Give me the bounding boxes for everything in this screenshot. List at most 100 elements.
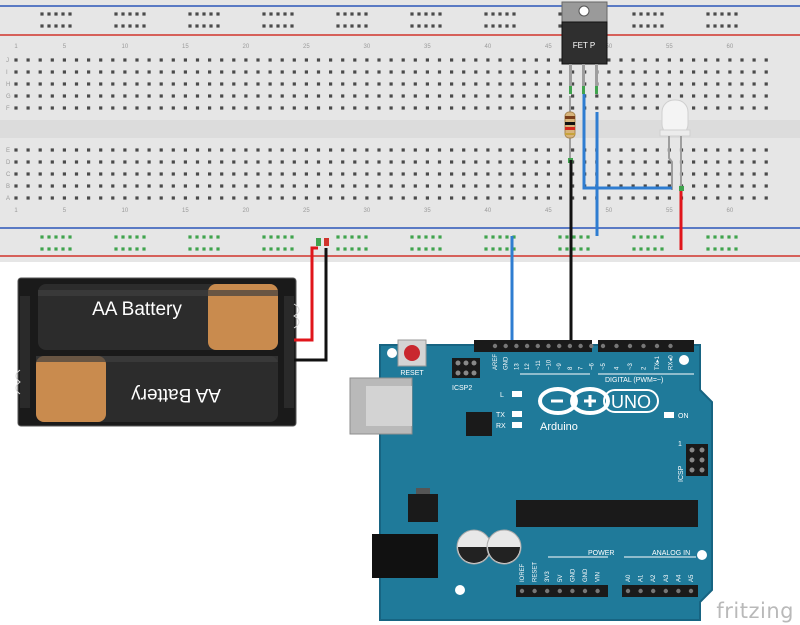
breadboard-hole: [256, 94, 260, 98]
breadboard-hole: [147, 160, 151, 164]
breadboard-hole: [232, 82, 236, 86]
breadboard-hole: [147, 106, 151, 110]
rail-hole: [269, 24, 273, 28]
breadboard-hole: [619, 196, 623, 200]
breadboard-hole: [631, 106, 635, 110]
column-number: 35: [424, 44, 431, 50]
breadboard-hole: [159, 82, 163, 86]
resistor[interactable]: [564, 96, 576, 160]
breadboard-hole: [546, 148, 550, 152]
breadboard-hole: [522, 196, 526, 200]
breadboard-hole: [14, 160, 18, 164]
digital-header-right[interactable]: [598, 340, 694, 352]
fet-transistor[interactable]: FET P: [561, 1, 608, 94]
breadboard-hole: [268, 148, 272, 152]
breadboard-hole: [643, 148, 647, 152]
breadboard-hole: [583, 196, 587, 200]
breadboard-hole: [655, 106, 659, 110]
rail-hole: [283, 12, 287, 16]
column-number: 5: [63, 208, 67, 214]
breadboard-hole: [425, 184, 429, 188]
breadboard-hole: [292, 184, 296, 188]
breadboard-hole: [256, 160, 260, 164]
breadboard-hole: [462, 94, 466, 98]
digital-header-left[interactable]: [474, 340, 592, 352]
rail-hole: [565, 247, 569, 251]
rail-hole: [350, 12, 354, 16]
rail-hole: [586, 247, 590, 251]
breadboard-hole: [534, 184, 538, 188]
rail-hole: [202, 24, 206, 28]
icsp2-header[interactable]: [452, 358, 480, 378]
power-pin-label: VIN: [596, 572, 602, 582]
power-header[interactable]: [516, 585, 608, 597]
breadboard-hole: [728, 106, 732, 110]
breadboard-hole: [14, 94, 18, 98]
breadboard-hole: [353, 160, 357, 164]
breadboard-hole: [437, 94, 442, 98]
breadboard-hole: [486, 70, 490, 74]
rail-hole: [54, 24, 58, 28]
breadboard-hole: [268, 106, 272, 110]
rail-hole: [720, 24, 724, 28]
breadboard-hole: [704, 106, 708, 110]
battery-pack[interactable]: AA Battery AA Battery: [15, 277, 300, 427]
rail-hole: [357, 12, 361, 16]
breadboard-hole: [74, 160, 79, 164]
breadboard-hole: [256, 196, 260, 200]
breadboard-hole: [474, 172, 478, 176]
rail-hole: [727, 24, 731, 28]
led[interactable]: [659, 99, 691, 190]
icsp-header[interactable]: [686, 444, 708, 476]
breadboard-hole: [413, 70, 417, 74]
power-pin-label: 5V: [558, 575, 564, 582]
breadboard-hole: [679, 58, 684, 62]
breadboard-hole: [365, 160, 369, 164]
breadboard-hole: [510, 106, 514, 110]
breadboard-hole: [38, 160, 42, 164]
rail-hole: [188, 24, 192, 28]
breadboard-hole: [365, 196, 369, 200]
header-pin: [651, 588, 656, 594]
breadboard-hole: [232, 172, 236, 176]
breadboard-hole: [147, 94, 151, 98]
column-number: 1: [14, 208, 18, 214]
breadboard-hole: [99, 94, 103, 98]
digital-pin-label: ~9: [557, 362, 563, 370]
rail-hole: [660, 12, 664, 16]
breadboard-hole: [111, 160, 115, 164]
breadboard-hole: [208, 94, 212, 98]
rail-hole: [290, 24, 294, 28]
breadboard-hole: [244, 82, 248, 86]
breadboard-hole: [26, 172, 30, 176]
breadboard-hole: [304, 196, 308, 200]
rail-hole: [558, 247, 562, 251]
breadboard-hole: [111, 148, 115, 152]
rail-hole: [68, 12, 72, 16]
breadboard-hole: [752, 58, 756, 62]
rail-hole: [262, 235, 266, 239]
power-label: POWER: [588, 550, 614, 557]
breadboard-hole: [571, 82, 575, 86]
breadboard-hole: [256, 106, 260, 110]
breadboard-hole: [316, 184, 321, 188]
breadboard-hole: [474, 70, 478, 74]
breadboard-hole: [377, 172, 381, 176]
rail-hole: [639, 247, 643, 251]
breadboard-hole: [510, 196, 514, 200]
column-number: 30: [364, 44, 371, 50]
breadboard-hole: [571, 184, 575, 188]
rail-hole: [505, 24, 509, 28]
breadboard-hole: [62, 184, 66, 188]
breadboard-hole: [534, 70, 538, 74]
rail-hole: [283, 247, 287, 251]
digital-pin-label: ~6: [589, 362, 595, 370]
breadboard-hole: [316, 148, 321, 152]
breadboard-hole: [679, 82, 684, 86]
power-jack[interactable]: [372, 534, 438, 578]
analog-header[interactable]: [622, 585, 698, 597]
breadboard-hole: [135, 70, 139, 74]
breadboard-hole: [50, 70, 54, 74]
header-pin: [663, 588, 668, 594]
